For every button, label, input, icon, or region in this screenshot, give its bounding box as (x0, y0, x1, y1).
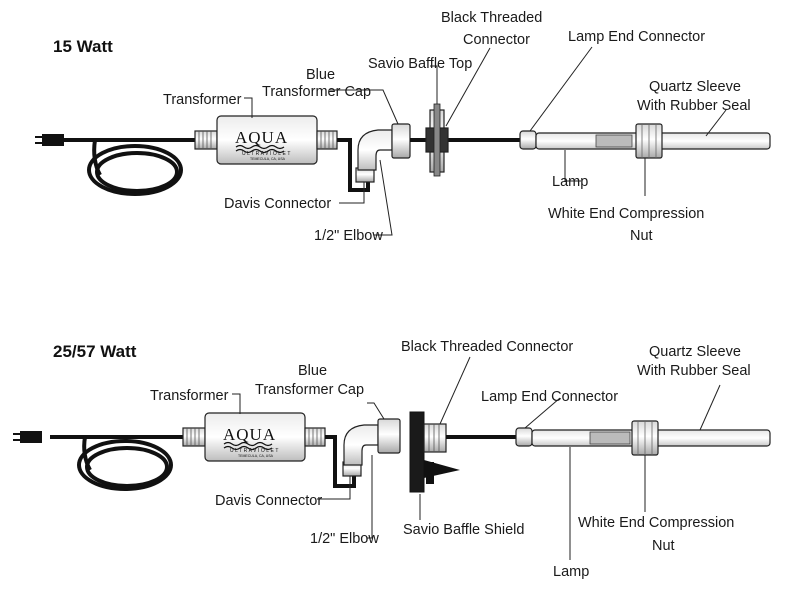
power-cord (60, 138, 200, 196)
diagram-15-watt: 15 Watt AQUA ULTRAVIOLET (35, 10, 771, 244)
elbow (357, 129, 393, 171)
label-lamp: Lamp (553, 564, 589, 580)
label-blue-cap-line1: Blue (306, 67, 335, 83)
label-white-nut-line2: Nut (652, 538, 675, 554)
diagram-title: 25/57 Watt (53, 342, 137, 361)
label-white-nut-line1: White End Compression (548, 206, 704, 222)
transformer: AQUA ULTRAVIOLET TEMECULA, CA, USA (182, 412, 326, 462)
svg-text:TEMECULA, CA, USA: TEMECULA, CA, USA (250, 157, 286, 161)
label-davis-connector: Davis Connector (224, 196, 331, 212)
blue-transformer-cap (391, 123, 411, 159)
svg-text:AQUA: AQUA (235, 128, 288, 147)
aqua-logo: AQUA ULTRAVIOLET TEMECULA, CA, USA (235, 128, 292, 161)
label-quartz-line1: Quartz Sleeve (649, 344, 741, 360)
label-elbow: 1/2" Elbow (314, 228, 383, 244)
label-quartz-line2: With Rubber Seal (637, 98, 751, 114)
blue-transformer-cap (377, 418, 401, 454)
lamp-end-connector (519, 130, 537, 150)
diagram-25-57-watt: 25/57 Watt AQUA ULTRAVIOLET TE (13, 339, 771, 580)
svg-text:ULTRAVIOLET: ULTRAVIOLET (242, 151, 292, 157)
label-lamp: Lamp (552, 174, 588, 190)
label-lamp-end-connector: Lamp End Connector (481, 389, 618, 405)
label-blue-cap-line1: Blue (298, 363, 327, 379)
label-black-threaded-connector: Black Threaded Connector (401, 339, 573, 355)
transformer-cable (325, 435, 356, 488)
label-white-nut-line2: Nut (630, 228, 653, 244)
label-black-threaded-line2: Connector (463, 32, 530, 48)
lamp-band (595, 134, 633, 148)
label-blue-cap-line2: Transformer Cap (262, 84, 371, 100)
label-davis-connector: Davis Connector (215, 493, 322, 509)
label-blue-cap-line2: Transformer Cap (255, 382, 364, 398)
power-plug (13, 431, 42, 443)
elbow (343, 424, 379, 466)
svg-text:ULTRAVIOLET: ULTRAVIOLET (230, 448, 280, 454)
label-elbow: 1/2" Elbow (310, 531, 379, 547)
label-white-nut-line1: White End Compression (578, 515, 734, 531)
label-savio-baffle-top: Savio Baffle Top (368, 56, 472, 72)
transformer-cable (337, 138, 370, 192)
power-plug (35, 134, 64, 146)
label-savio-baffle-shield: Savio Baffle Shield (403, 522, 524, 538)
lamp-band (589, 431, 631, 445)
savio-baffle-top (425, 103, 449, 177)
svg-text:AQUA: AQUA (223, 425, 276, 444)
label-transformer: Transformer (150, 388, 229, 404)
label-quartz-line1: Quartz Sleeve (649, 79, 741, 95)
black-threaded-connector (423, 423, 447, 453)
label-black-threaded-line1: Black Threaded (441, 10, 542, 26)
label-transformer: Transformer (163, 92, 242, 108)
label-quartz-line2: With Rubber Seal (637, 363, 751, 379)
svg-text:TEMECULA, CA, USA: TEMECULA, CA, USA (238, 454, 274, 458)
lamp-end-connector (515, 427, 533, 447)
diagram-title: 15 Watt (53, 37, 113, 56)
aqua-logo: AQUA ULTRAVIOLET TEMECULA, CA, USA (223, 425, 280, 458)
label-lamp-end-connector: Lamp End Connector (568, 29, 705, 45)
transformer: AQUA ULTRAVIOLET TEMECULA, CA, USA (194, 115, 338, 165)
power-cord (50, 435, 188, 491)
